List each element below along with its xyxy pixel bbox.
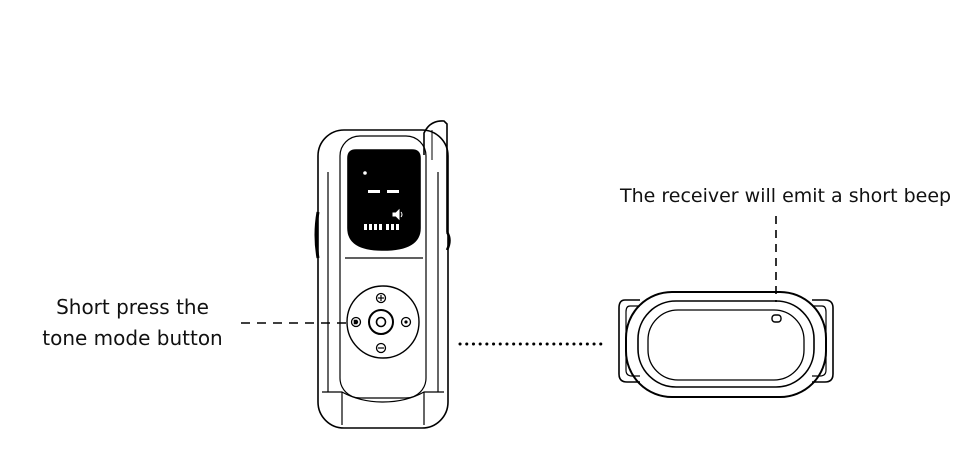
annotation-line-1: Short press the <box>56 295 209 319</box>
tone-mode-button-icon <box>350 316 362 328</box>
down-button <box>375 342 387 354</box>
signal-dot <box>363 171 367 175</box>
strap-left <box>618 299 640 383</box>
receiver-housing-outer <box>625 291 827 398</box>
remote-transmitter-icon <box>314 120 451 429</box>
remote-body-inner <box>339 135 427 399</box>
digit-dash-2 <box>387 190 399 193</box>
up-button <box>375 292 387 304</box>
right-button <box>400 316 412 328</box>
antenna <box>423 120 448 232</box>
dpad-ring <box>346 285 420 359</box>
screen-glyphs <box>363 171 403 230</box>
lcd-screen <box>347 149 421 251</box>
battery-level-icon <box>364 224 399 230</box>
center-button <box>368 309 394 335</box>
collar-receiver-icon <box>618 291 834 398</box>
receiver-indicator-light <box>771 314 782 323</box>
tone-button-annotation: Short press the tone mode button <box>20 292 245 354</box>
receiver-annotation: The receiver will emit a short beep <box>620 185 952 207</box>
receiver-housing-mid <box>637 300 815 388</box>
digit-dash-1 <box>368 190 380 193</box>
strap-right <box>812 299 834 383</box>
remote-bottom-panel <box>322 391 444 403</box>
annotation-line-2: tone mode button <box>42 326 223 350</box>
receiver-housing-inner <box>647 309 805 381</box>
remote-body-outer <box>317 129 449 429</box>
speaker-icon <box>392 208 403 221</box>
